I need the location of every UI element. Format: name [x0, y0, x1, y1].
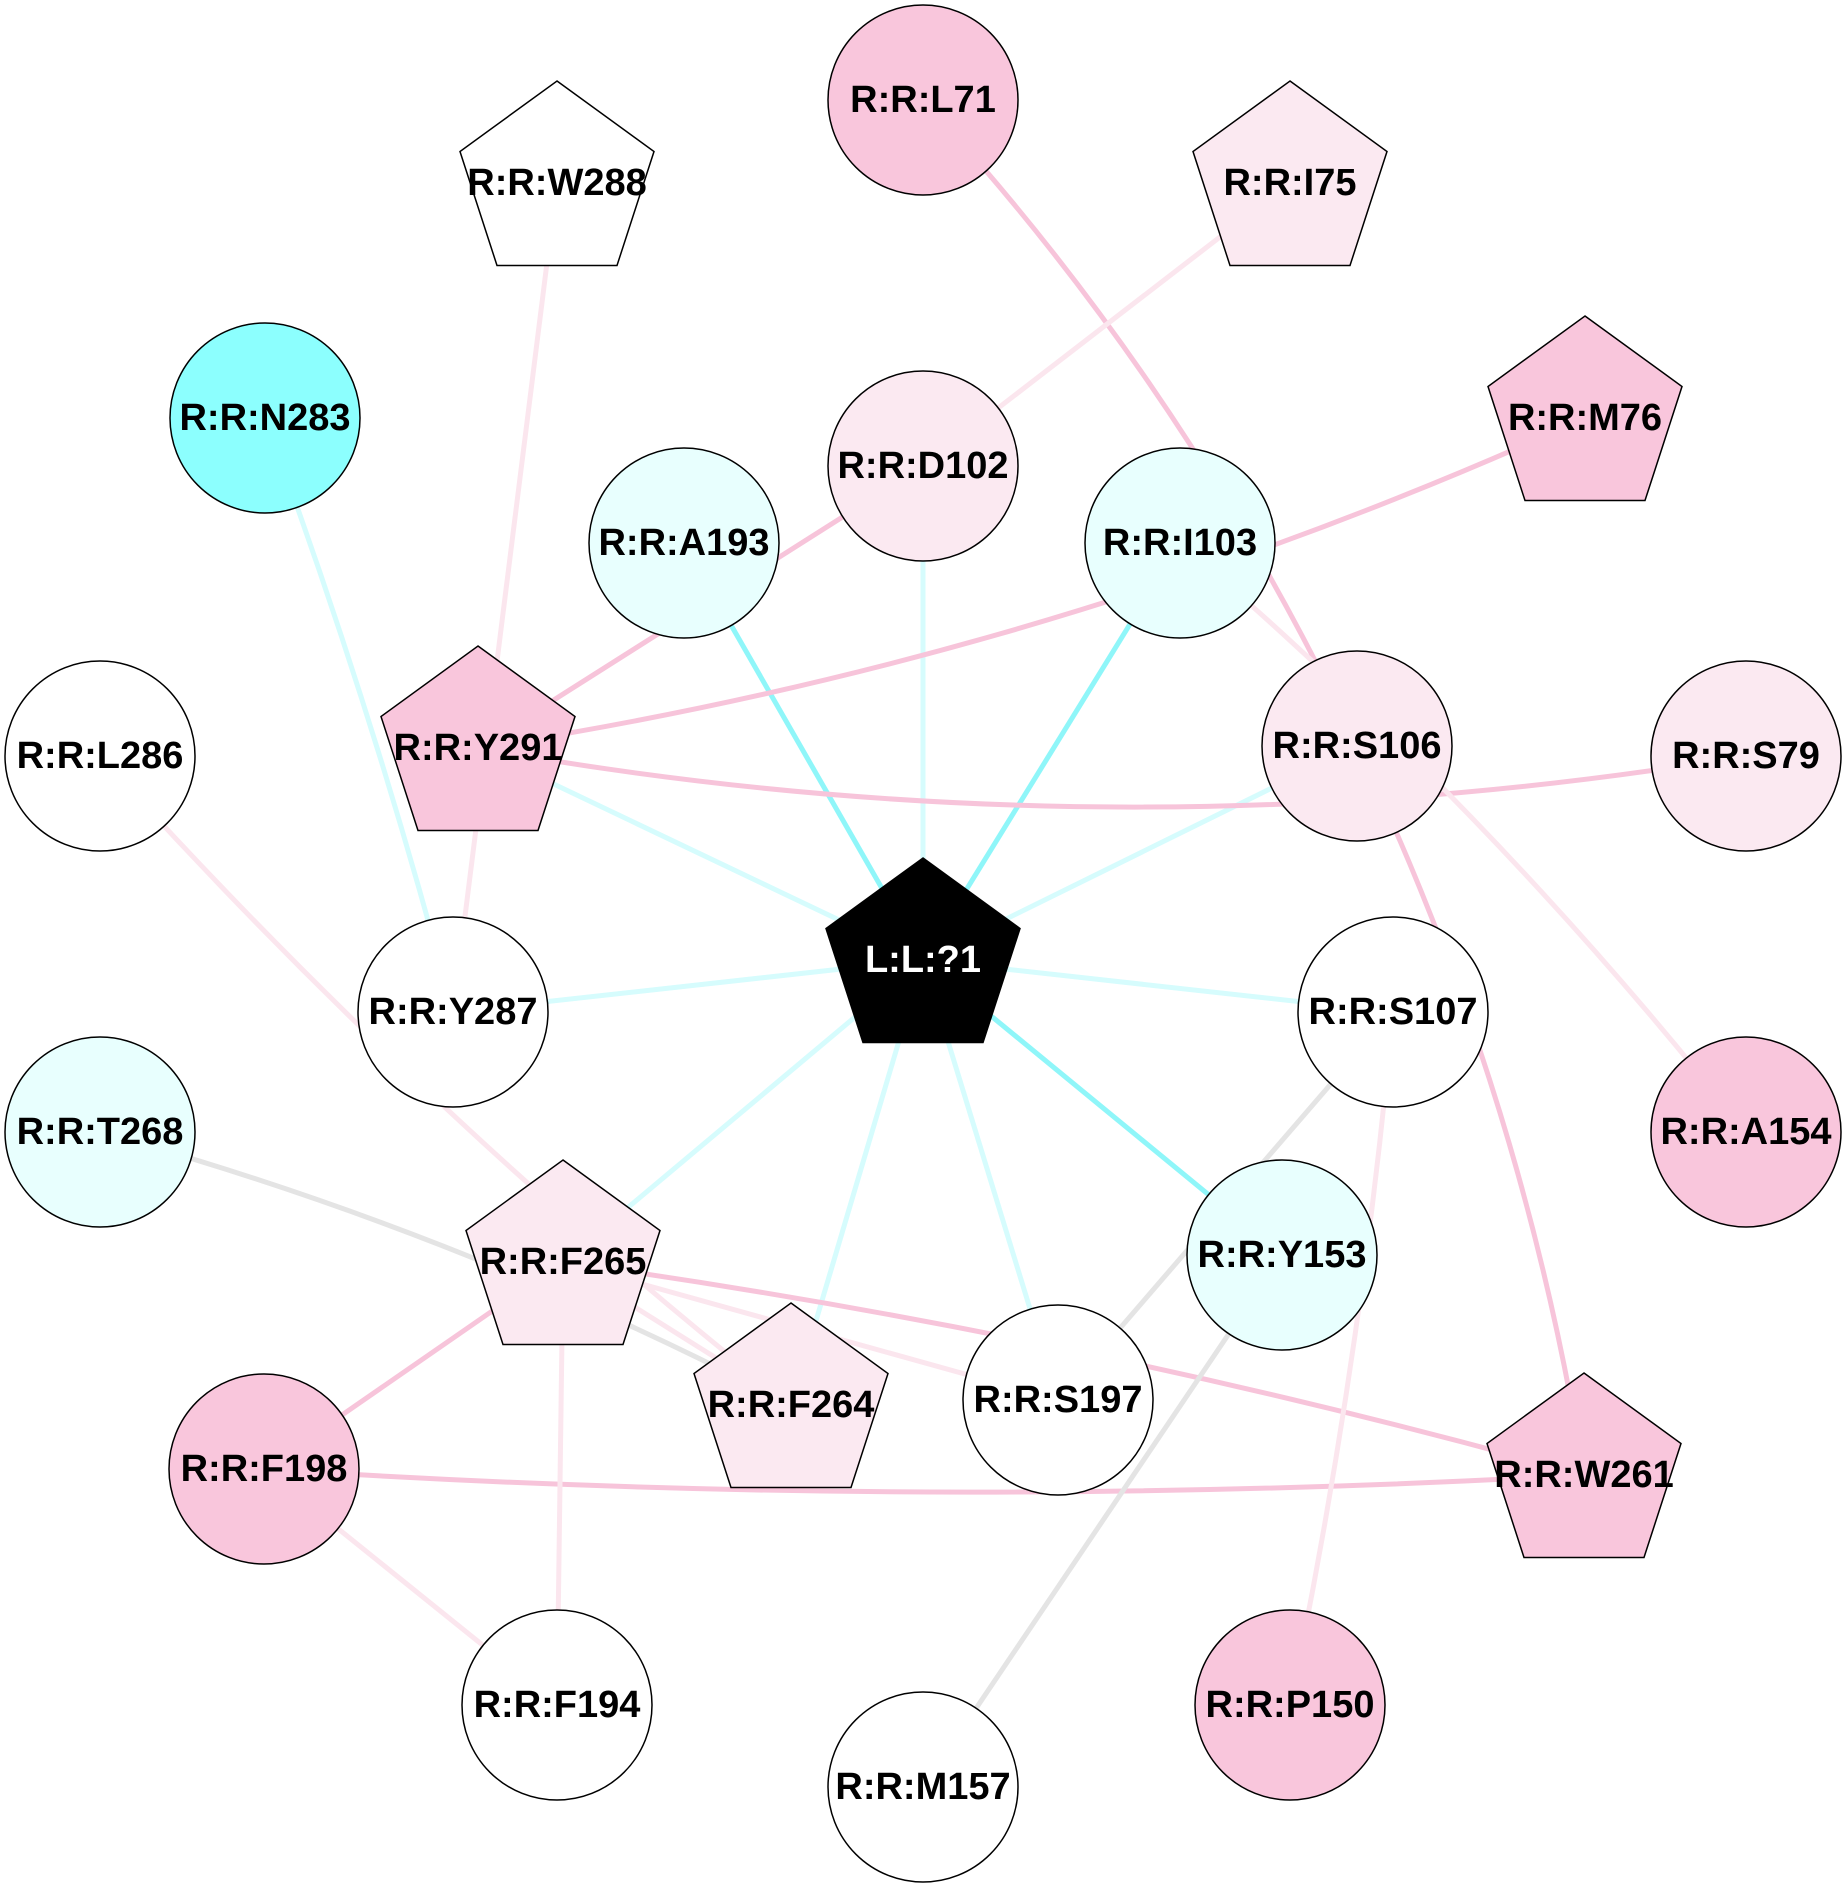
node-circle-shape	[168, 1373, 360, 1565]
node-circle-shape	[169, 322, 361, 514]
node-label: R:R:A193	[598, 522, 769, 564]
node-circle-shape	[827, 4, 1019, 196]
node-r-r-m157: R:R:M157	[827, 1691, 1019, 1883]
node-label: R:R:F198	[181, 1448, 348, 1490]
node-label: R:R:S197	[974, 1379, 1143, 1421]
node-r-r-i103: R:R:I103	[1084, 447, 1276, 639]
node-r-r-l286: R:R:L286	[4, 660, 196, 852]
node-r-r-y153: R:R:Y153	[1186, 1159, 1378, 1351]
node-pentagon-shape	[380, 645, 576, 832]
node-label: R:R:L286	[17, 735, 184, 777]
node-r-r-f265: R:R:F265	[465, 1159, 661, 1346]
node-circle-shape	[588, 447, 780, 639]
node-r-r-t268: R:R:T268	[4, 1036, 196, 1228]
node-circle-shape	[827, 1691, 1019, 1883]
node-r-r-f194: R:R:F194	[461, 1609, 653, 1801]
node-label: R:R:Y153	[1198, 1234, 1367, 1276]
node-pentagon-shape	[825, 857, 1021, 1044]
node-label: R:R:M76	[1508, 397, 1662, 439]
node-r-r-a154: R:R:A154	[1650, 1036, 1842, 1228]
node-label: R:R:F264	[708, 1384, 875, 1426]
node-r-r-m76: R:R:M76	[1487, 315, 1683, 502]
node-r-r-y291: R:R:Y291	[380, 645, 576, 832]
node-r-r-l71: R:R:L71	[827, 4, 1019, 196]
node-r-r-p150: R:R:P150	[1194, 1609, 1386, 1801]
node-label: R:R:T268	[17, 1111, 184, 1153]
edge-r-r-y291-to-r-r-s79	[477, 745, 1747, 810]
node-circle-shape	[827, 370, 1019, 562]
node-label: R:R:F265	[480, 1241, 647, 1283]
node-circle-shape	[4, 660, 196, 852]
node-label: R:R:S106	[1273, 725, 1442, 767]
node-pentagon-shape	[1486, 1372, 1682, 1559]
node-label: R:R:Y291	[394, 727, 563, 769]
node-label: R:R:I75	[1223, 162, 1356, 204]
node-r-r-f264: R:R:F264	[693, 1302, 889, 1489]
node-circle-shape	[4, 1036, 196, 1228]
node-r-r-w261: R:R:W261	[1486, 1372, 1682, 1559]
edge-r-r-t268-to-r-r-f264	[99, 1129, 793, 1408]
node-label: R:R:D102	[837, 445, 1008, 487]
edge-r-r-l71-to-r-r-s106	[921, 98, 1360, 748]
node-r-r-d102: R:R:D102	[827, 370, 1019, 562]
node-circle-shape	[1650, 1036, 1842, 1228]
node-r-r-w288: R:R:W288	[459, 80, 655, 267]
node-circle-shape	[1194, 1609, 1386, 1801]
node-circle-shape	[1650, 660, 1842, 852]
node-circle-shape	[461, 1609, 653, 1801]
node-circle-shape	[357, 916, 549, 1108]
node-label: R:R:S79	[1672, 735, 1820, 777]
node-pentagon-shape	[1192, 80, 1388, 267]
edge-r-r-s106-to-r-r-w261	[1354, 744, 1587, 1476]
node-r-r-a193: R:R:A193	[588, 447, 780, 639]
node-circle-shape	[962, 1304, 1154, 1496]
node-r-r-f198: R:R:F198	[168, 1373, 360, 1565]
edge-r-r-f198-to-r-r-w261	[263, 1466, 1585, 1495]
edge-r-r-i103-to-r-r-a154	[1178, 541, 1748, 1134]
node-label: R:R:W261	[1494, 1454, 1673, 1496]
node-circle-shape	[1186, 1159, 1378, 1351]
node-label: R:R:L71	[850, 79, 996, 121]
node-circle-shape	[1297, 916, 1489, 1108]
node-r-r-s79: R:R:S79	[1650, 660, 1842, 852]
edge-r-r-w288-to-r-r-y287	[450, 182, 560, 1013]
node-circle-shape	[1261, 650, 1453, 842]
node-label: R:R:Y287	[369, 991, 538, 1033]
node-r-r-y287: R:R:Y287	[357, 916, 549, 1108]
node-label: R:R:F194	[474, 1684, 641, 1726]
node-label: R:R:N283	[179, 397, 350, 439]
node-label: L:L:?1	[865, 939, 981, 981]
node-l-l-1: L:L:?1	[825, 857, 1021, 1044]
node-label: R:R:A154	[1660, 1111, 1831, 1153]
node-r-r-s106: R:R:S106	[1261, 650, 1453, 842]
edge-r-r-y291-to-r-r-m76	[477, 415, 1587, 751]
node-r-r-s107: R:R:S107	[1297, 916, 1489, 1108]
node-r-r-n283: R:R:N283	[169, 322, 361, 514]
node-label: R:R:P150	[1206, 1684, 1375, 1726]
node-label: R:R:I103	[1103, 522, 1257, 564]
node-r-r-s197: R:R:S197	[962, 1304, 1154, 1496]
node-pentagon-shape	[693, 1302, 889, 1489]
node-label: R:R:S107	[1309, 991, 1478, 1033]
node-pentagon-shape	[459, 80, 655, 267]
node-label: R:R:W288	[467, 162, 646, 204]
node-pentagon-shape	[465, 1159, 661, 1346]
node-circle-shape	[1084, 447, 1276, 639]
node-label: R:R:M157	[835, 1766, 1010, 1808]
edge-r-r-s107-to-r-r-p150	[1287, 1011, 1396, 1706]
node-r-r-i75: R:R:I75	[1192, 80, 1388, 267]
node-pentagon-shape	[1487, 315, 1683, 502]
